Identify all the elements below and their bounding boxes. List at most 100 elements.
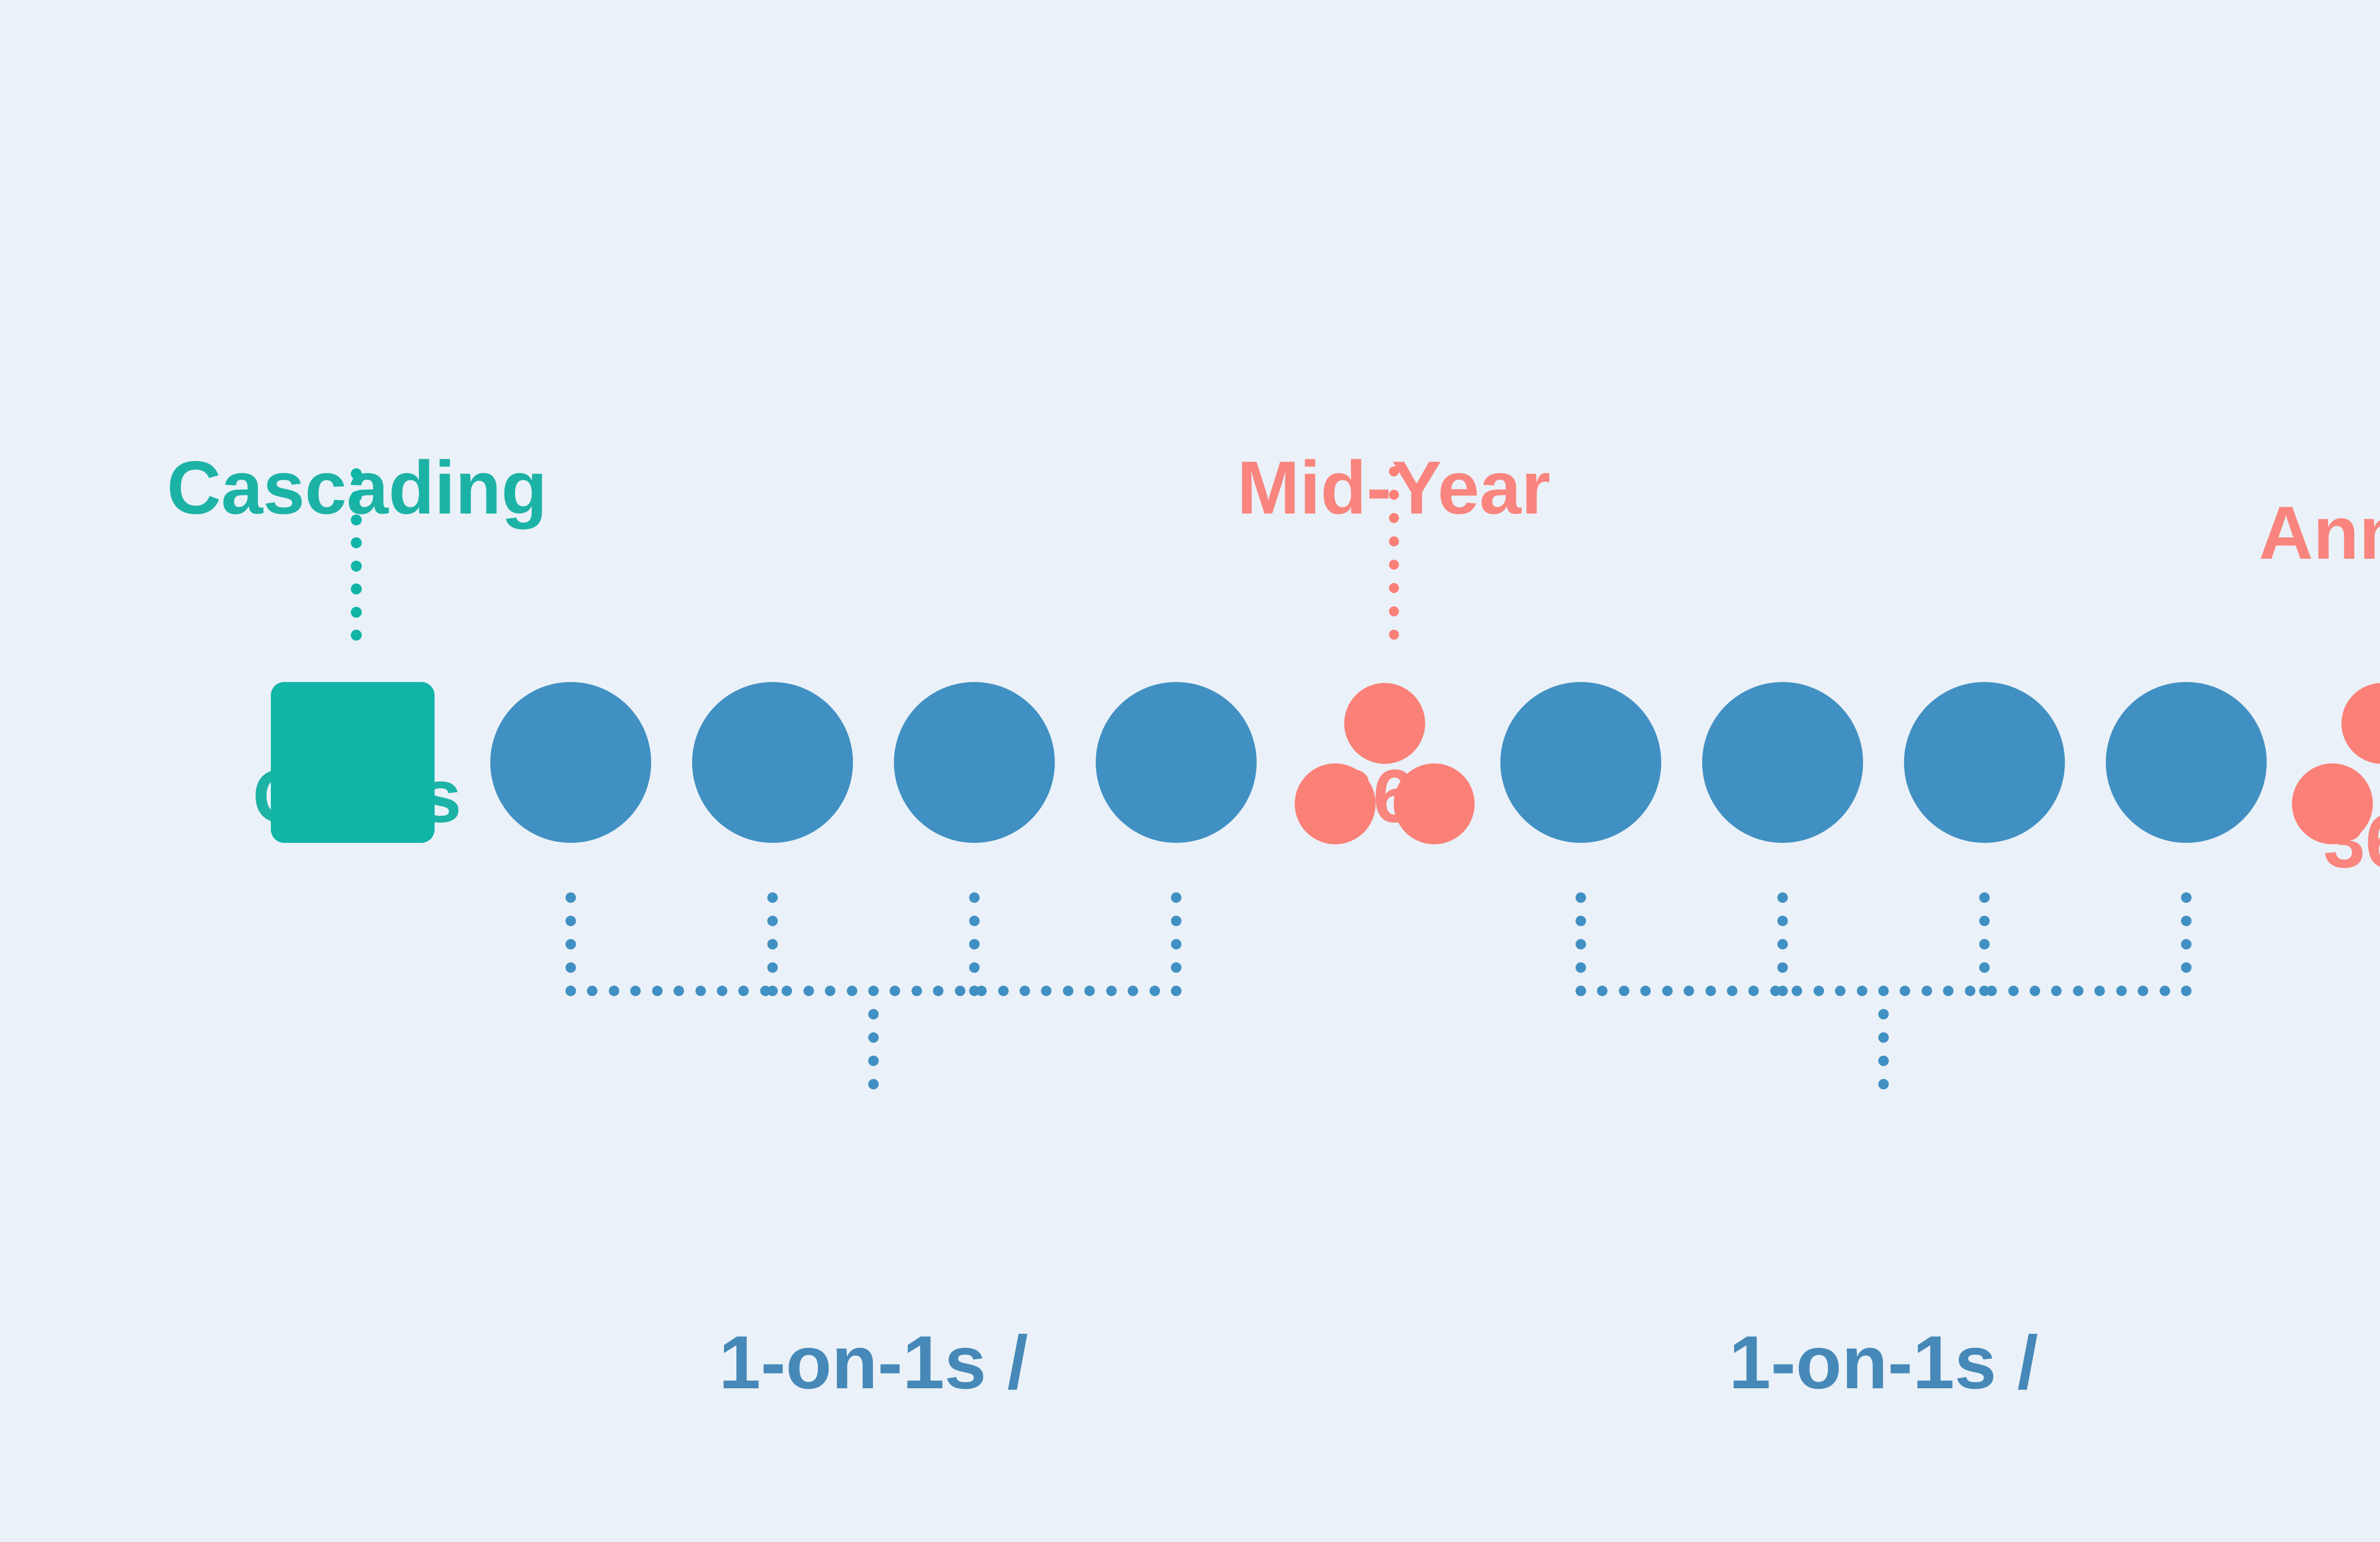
group1-bracket-dot <box>587 986 598 996</box>
one-on-one-session <box>490 682 651 843</box>
group1-bracket-dot <box>565 962 576 973</box>
cascading-goals-leader-dot <box>350 537 362 548</box>
group1-bracket-dot <box>1171 986 1181 996</box>
mid-year-360-leader-dot <box>1388 489 1399 500</box>
group2-bracket-dot <box>2181 962 2192 973</box>
mid-year-360-leader-dot <box>1388 606 1399 616</box>
group2-bracket-dot <box>1878 1079 1889 1089</box>
group1-bracket-dot <box>969 892 980 903</box>
mid-year-360-marker-circle <box>1394 763 1475 844</box>
mid-year-360-leader-dot <box>1388 583 1399 593</box>
group2-bracket-dot <box>2181 892 2192 903</box>
group2-bracket-dot <box>1576 962 1586 973</box>
one-on-one-session <box>1500 682 1661 843</box>
group2-bracket-dot <box>2030 986 2040 996</box>
group1-bracket-dot <box>565 916 576 926</box>
group1-bracket-dot <box>782 986 793 996</box>
group2-bracket-dot <box>1770 986 1781 996</box>
cascading-goals-leader-dot <box>350 560 362 572</box>
group2-bracket-dot <box>1618 986 1629 996</box>
label-group1-one-on-ones: 1-on-1s / ContinuousFeedback <box>302 1106 1445 1542</box>
group2-bracket-dot <box>2138 986 2149 996</box>
group2-bracket-dot <box>1777 962 1788 973</box>
group2-bracket-dot <box>1792 986 1803 996</box>
group1-bracket-dot <box>1128 986 1139 996</box>
group1-bracket-dot <box>767 916 778 926</box>
group1-bracket-dot <box>767 892 778 903</box>
group1-bracket-dot <box>890 986 901 996</box>
group1-bracket-dot <box>1171 962 1181 973</box>
one-on-one-session <box>2106 682 2267 843</box>
group2-bracket-dot <box>1662 986 1673 996</box>
group2-bracket-dot <box>2181 986 2192 996</box>
group2-bracket-dot <box>1705 986 1716 996</box>
group1-bracket-dot <box>674 986 684 996</box>
group1-bracket-dot <box>954 986 965 996</box>
mid-year-360-leader-dot <box>1388 559 1399 570</box>
group2-bracket-dot <box>1835 986 1846 996</box>
group2-bracket-dot <box>1964 986 1975 996</box>
mid-year-360-marker-circle <box>1344 683 1425 764</box>
cascading-goals-leader-dot <box>350 606 362 618</box>
group2-bracket-dot <box>1777 939 1788 949</box>
group2-bracket-dot <box>2159 986 2170 996</box>
group2-bracket-dot <box>2094 986 2105 996</box>
group1-bracket-dot <box>911 986 922 996</box>
one-on-one-session <box>894 682 1055 843</box>
group1-bracket-dot <box>1062 986 1073 996</box>
group2-bracket-dot <box>1979 916 1990 926</box>
group2-bracket-dot <box>1777 916 1788 926</box>
group2-bracket-dot <box>1813 986 1824 996</box>
mid-year-360-leader-dot <box>1388 513 1399 523</box>
group2-bracket-dot <box>1900 986 1911 996</box>
group1-bracket-dot <box>868 986 879 996</box>
group1-bracket-dot <box>565 986 576 996</box>
group1-bracket-dot <box>969 916 980 926</box>
group1-bracket-dot <box>1171 916 1181 926</box>
group1-bracket-dot <box>969 939 980 949</box>
label-mid-year-360: Mid-Year 360 <box>823 231 1965 1053</box>
group1-bracket-dot <box>825 986 836 996</box>
group2-bracket-dot <box>1777 892 1788 903</box>
label-mid-year-360-line1: Mid-Year <box>1237 446 1551 530</box>
group2-bracket-dot <box>2073 986 2083 996</box>
label-annual-360: Annual 360 <box>1815 276 2380 1098</box>
mid-year-360-leader-dot <box>1388 629 1399 640</box>
group1-bracket-dot <box>695 986 706 996</box>
cascading-goals-leader-dot <box>350 491 362 502</box>
group1-bracket-dot <box>868 1056 879 1066</box>
group1-bracket-dot <box>738 986 749 996</box>
label-cascading-goals: Cascading Goals <box>0 231 928 1053</box>
cascading-goals-marker <box>271 682 435 843</box>
cascading-goals-leader-dot <box>350 630 362 641</box>
mid-year-360-leader-dot <box>1388 536 1399 546</box>
group1-bracket-dot <box>1106 986 1117 996</box>
group2-bracket-dot <box>1748 986 1759 996</box>
cascading-goals-leader-dot <box>350 514 362 525</box>
cascading-goals-leader-dot <box>350 583 362 594</box>
group2-bracket-dot <box>1878 1032 1889 1043</box>
group1-bracket-dot <box>969 962 980 973</box>
group2-bracket-dot <box>1979 939 1990 949</box>
group1-bracket-dot <box>1084 986 1095 996</box>
group2-bracket-dot <box>1921 986 1932 996</box>
group1-bracket-dot <box>767 962 778 973</box>
group1-bracket-dot <box>717 986 727 996</box>
mid-year-360-marker-circle <box>1295 763 1376 844</box>
annual-360-marker-circle <box>2292 763 2373 844</box>
group2-bracket-dot <box>1576 986 1586 996</box>
group1-bracket-dot <box>1041 986 1052 996</box>
group1-bracket-dot <box>565 939 576 949</box>
group1-bracket-dot <box>998 986 1009 996</box>
group1-bracket-dot <box>1171 892 1181 903</box>
group2-bracket-dot <box>1878 986 1889 996</box>
group1-bracket-dot <box>565 892 576 903</box>
one-on-one-session <box>1904 682 2065 843</box>
label-group2-one-on-ones: 1-on-1s / ContinuousFeedback <box>1312 1106 2380 1542</box>
group2-bracket-dot <box>1943 986 1954 996</box>
group2-bracket-dot <box>1576 892 1586 903</box>
group2-bracket-dot <box>1856 986 1867 996</box>
group2-bracket-dot <box>1576 916 1586 926</box>
group1-bracket-dot <box>868 1032 879 1043</box>
group2-bracket-dot <box>2181 916 2192 926</box>
